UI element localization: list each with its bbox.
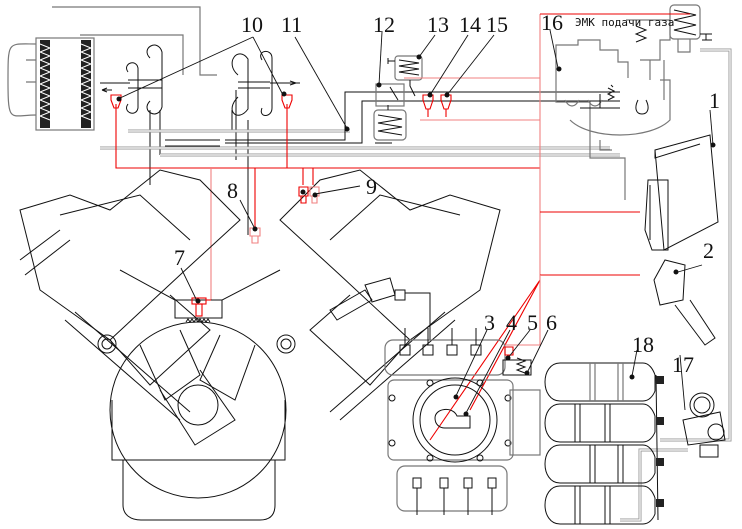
callout-14: 14 (459, 12, 481, 37)
crankshaft-sensor-7 (191, 297, 211, 317)
injector (329, 277, 431, 340)
gas-pipelines (100, 48, 732, 522)
gas-rail-top (384, 328, 506, 376)
callout-11: 11 (281, 12, 302, 37)
callout-5: 5 (527, 310, 538, 335)
sensor-10-right (281, 94, 293, 109)
callout-9: 9 (366, 174, 377, 199)
high-pressure-reducer-17 (682, 392, 726, 458)
pressure-line-12 (225, 100, 620, 144)
intercooler-core-right (79, 40, 93, 128)
mixer-housing-side (509, 389, 541, 456)
callout-4: 4 (506, 310, 517, 335)
temperature-sensor-15 (440, 94, 452, 117)
sensor-10-left (110, 94, 122, 109)
turbocharger-left (100, 44, 220, 185)
engine-block (19, 169, 501, 521)
callout-labels: 1 2 3 4 5 6 7 8 9 10 11 12 13 14 15 16 1… (174, 10, 720, 377)
sensor-5 (502, 346, 532, 376)
callout-15: 15 (486, 12, 508, 37)
gas-cylinders-18 (544, 362, 664, 525)
intercooler (7, 6, 217, 131)
callout-17: 17 (672, 352, 694, 377)
callout-7: 7 (174, 245, 185, 270)
accelerator-pedal-2 (653, 259, 716, 346)
solenoid-valve-13 (387, 55, 423, 97)
callout-6: 6 (546, 310, 557, 335)
gas-reducer-16 (555, 19, 671, 200)
caption-gas-valve: ЭМК подачи газа (575, 16, 674, 29)
pressure-sensor-14 (422, 94, 434, 117)
pressure-regulator-12 (373, 83, 407, 144)
ecu-control-unit-1 (644, 134, 719, 251)
leader-lines (116, 29, 716, 417)
callout-12: 12 (373, 12, 395, 37)
callout-2: 2 (703, 238, 714, 263)
pressure-line-11 (225, 91, 620, 141)
gas-solenoid-valve (669, 4, 712, 53)
callout-13: 13 (427, 12, 449, 37)
callout-3: 3 (484, 310, 495, 335)
callout-16: 16 (541, 10, 563, 35)
callout-8: 8 (227, 178, 238, 203)
callout-18: 18 (632, 332, 654, 357)
callout-1: 1 (709, 88, 720, 113)
sensors-9 (298, 186, 320, 204)
callout-10: 10 (241, 12, 263, 37)
intercooler-core-left (38, 40, 52, 128)
gas-rail-bottom (396, 465, 508, 515)
throttle-actuator-6 (515, 357, 527, 374)
gas-mixer-3 (387, 377, 514, 463)
